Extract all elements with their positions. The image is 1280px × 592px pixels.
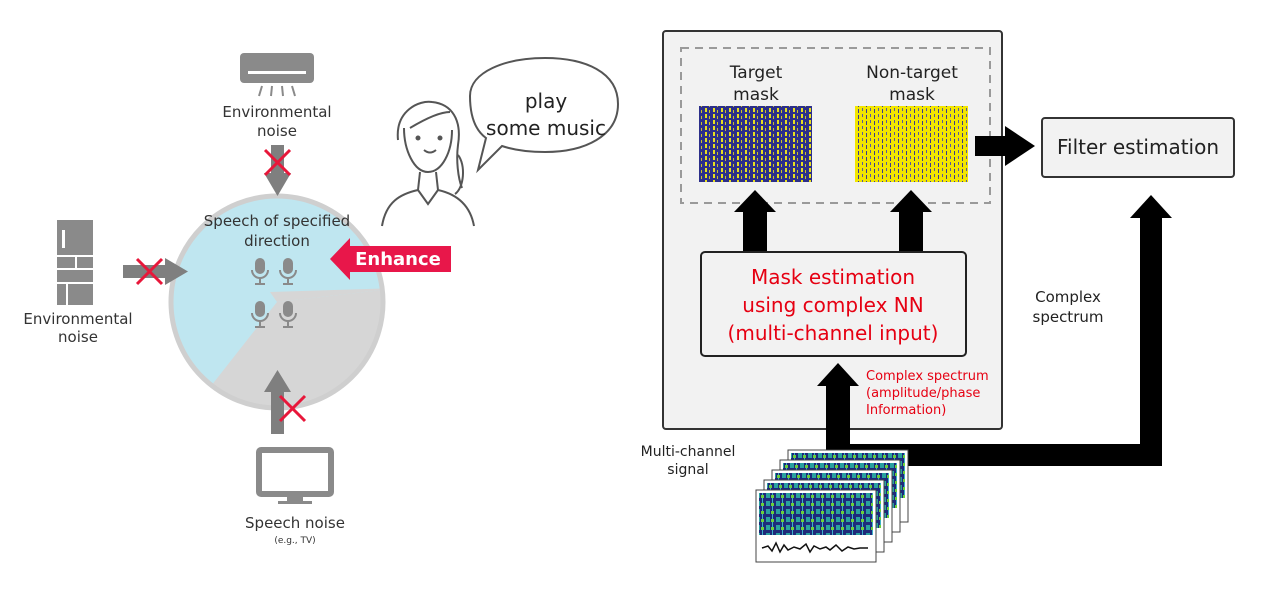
blocked-x-icon xyxy=(263,148,292,177)
mask-estimation-line1: Mask estimation xyxy=(751,265,915,289)
filter-estimation-box xyxy=(1041,117,1235,178)
noise-arrow-bottom xyxy=(264,370,291,434)
speech-bubble xyxy=(468,56,620,174)
center-label-line1: Speech of specified xyxy=(204,212,350,230)
speech-bubble-line1: play xyxy=(525,89,568,113)
arrow-to-nontarget-mask xyxy=(890,190,932,252)
speech-bubble-line2: some music xyxy=(486,116,606,140)
env-noise-left-line2: noise xyxy=(58,328,98,346)
complex-spectrum-label-line2: spectrum xyxy=(1033,308,1104,326)
nontarget-mask-image xyxy=(855,106,968,182)
person-icon xyxy=(381,100,475,227)
enhance-label: Enhance xyxy=(355,249,441,270)
target-mask-label-line2: mask xyxy=(733,85,779,105)
complex-spectrum-info-line3: Information) xyxy=(866,403,946,418)
blocked-x-icon xyxy=(278,394,307,423)
arrow-to-target-mask xyxy=(734,190,776,252)
complex-spectrum-info-line2: (amplitude/phase xyxy=(866,386,980,401)
complex-spectrum-label-line1: Complex xyxy=(1035,288,1101,306)
multichannel-signal-label-line1: Multi-channel xyxy=(641,444,736,460)
target-mask-label-line1: Target xyxy=(729,63,783,83)
env-noise-top-line2: noise xyxy=(257,122,297,140)
refrigerator-icon xyxy=(57,220,93,305)
filter-estimation-label: Filter estimation xyxy=(1057,135,1219,159)
multichannel-signal-label-line2: signal xyxy=(667,462,708,478)
target-mask-image xyxy=(699,106,812,182)
arrow-to-filter-estimation xyxy=(975,126,1035,166)
env-noise-left-line1: Environmental xyxy=(23,310,132,328)
tv-icon xyxy=(256,447,334,504)
enhance-arrow xyxy=(330,238,451,280)
nontarget-mask-label-line1: Non-target xyxy=(866,63,958,83)
center-label-line2: direction xyxy=(244,232,310,250)
mask-estimation-line2: using complex NN xyxy=(742,293,923,317)
speech-noise-label: Speech noise xyxy=(245,514,345,532)
mask-estimation-line3: (multi-channel input) xyxy=(728,321,939,345)
nontarget-mask-label-line2: mask xyxy=(889,85,935,105)
air-conditioner-icon xyxy=(240,53,314,97)
blocked-x-icon xyxy=(135,257,164,286)
speech-noise-example: (e.g., TV) xyxy=(274,536,315,546)
mask-estimation-box xyxy=(700,251,967,357)
mask-group-box xyxy=(680,47,991,204)
multichannel-spectrogram-stack xyxy=(755,449,909,563)
env-noise-top-line1: Environmental xyxy=(222,103,331,121)
complex-spectrum-info-line1: Complex spectrum xyxy=(866,369,989,384)
microphone-array-icon xyxy=(251,258,297,328)
arrow-signal-to-filter-estimation xyxy=(826,195,1172,466)
